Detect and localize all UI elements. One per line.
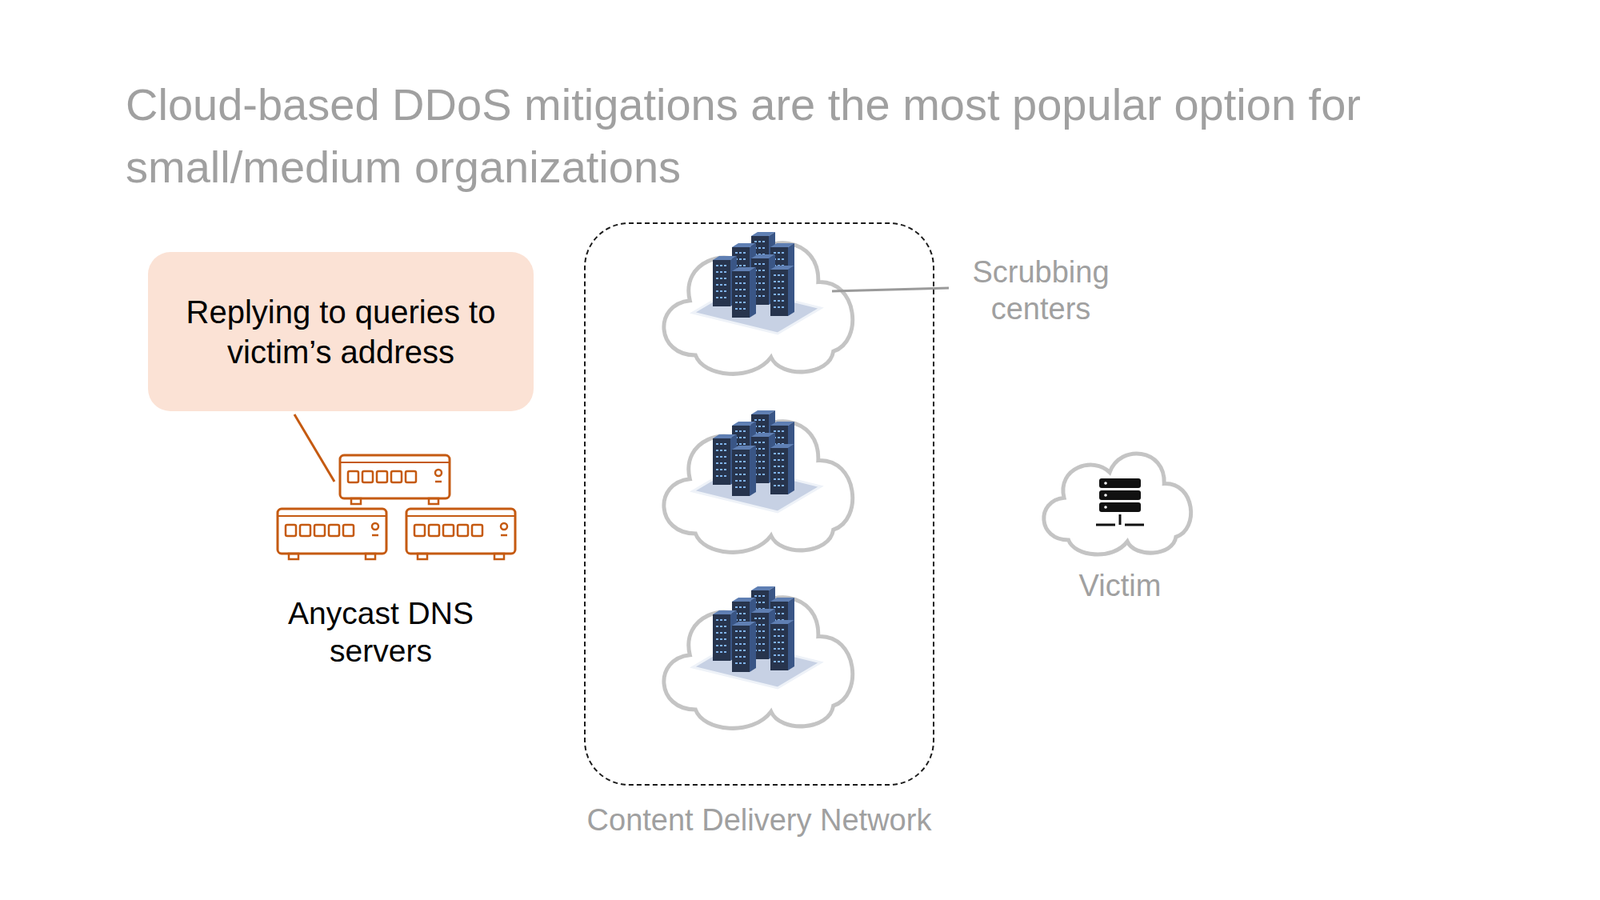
cloud-shape	[1044, 453, 1192, 555]
dns-server-icon	[340, 455, 450, 504]
slide-title: Cloud-based DDoS mitigations are the mos…	[125, 73, 1438, 199]
victim-cloud: Victim	[1040, 448, 1200, 556]
cdn-region: Content Delivery Network	[584, 222, 935, 786]
leader-line	[832, 288, 949, 292]
leader-line	[294, 414, 335, 482]
dns-server-icon	[277, 508, 387, 560]
server-rack-group	[692, 586, 821, 688]
dns-server-icon	[406, 508, 516, 560]
cloud-shape	[664, 421, 853, 552]
callout-text: Replying to queries to victim’s address	[165, 292, 516, 372]
server-rack-group	[692, 232, 821, 334]
cloud-shape	[664, 243, 853, 374]
callout-box: Replying to queries to victim’s address	[148, 252, 534, 412]
cloud-outline	[1040, 448, 1200, 556]
server-icon	[1096, 478, 1144, 525]
node-label: Victim	[1079, 567, 1162, 606]
text-label: Anycast DNS servers	[264, 595, 498, 671]
cloud-shape	[664, 597, 853, 728]
server-rack-group	[692, 410, 821, 512]
text-label: Scrubbing centers	[956, 254, 1125, 328]
node-label: Content Delivery Network	[587, 801, 932, 840]
